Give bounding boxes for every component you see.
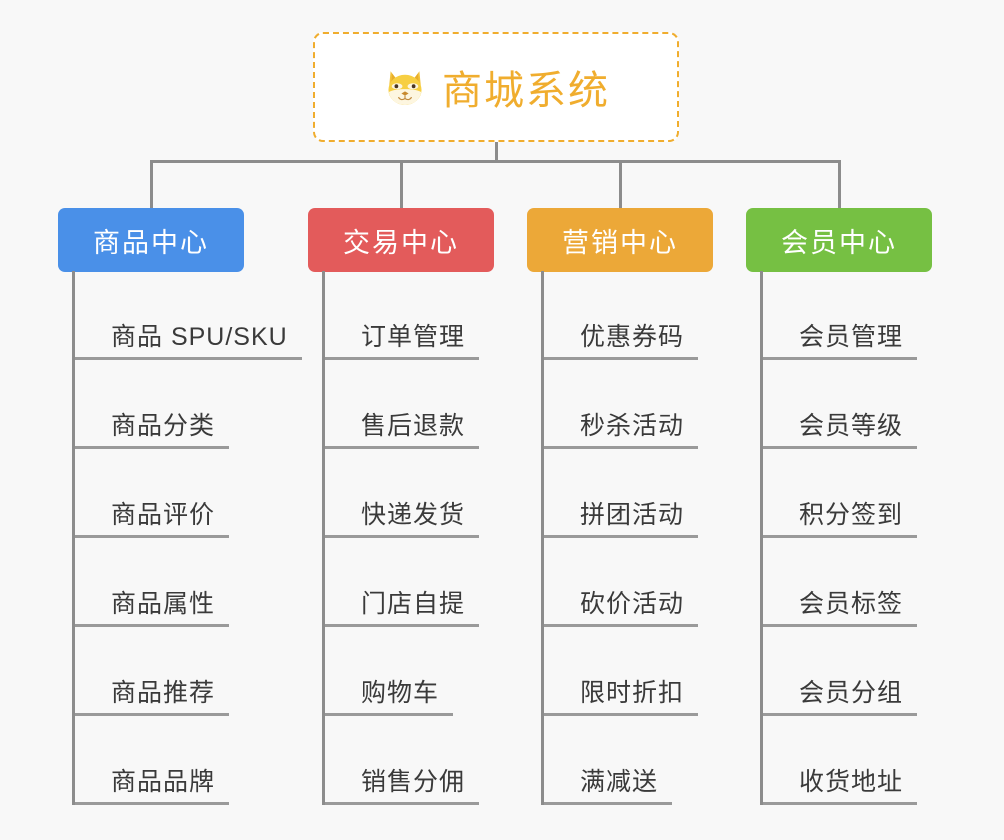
leaf-item-label: 满减送	[544, 768, 673, 805]
leaf-item-label: 商品属性	[75, 590, 230, 627]
leaf-item[interactable]: 商品推荐	[75, 627, 230, 716]
category-box-3[interactable]: 会员中心	[746, 208, 932, 272]
category-box-0[interactable]: 商品中心	[58, 208, 244, 272]
leaf-item[interactable]: 收货地址	[763, 716, 918, 805]
leaf-item[interactable]: 售后退款	[325, 360, 480, 449]
category-box-1[interactable]: 交易中心	[308, 208, 494, 272]
leaf-item[interactable]: 会员等级	[763, 360, 918, 449]
leaf-item[interactable]: 拼团活动	[544, 449, 699, 538]
root-node-label: 商城系统	[442, 69, 610, 113]
leaf-spine-2	[541, 271, 544, 805]
leaf-item[interactable]: 积分签到	[763, 449, 918, 538]
leaf-item-label: 商品分类	[75, 412, 230, 449]
leaf-item[interactable]: 商品品牌	[75, 716, 230, 805]
leaf-item[interactable]: 优惠券码	[544, 271, 699, 360]
leaf-item[interactable]: 商品属性	[75, 538, 230, 627]
leaf-spine-0	[72, 271, 75, 805]
category-label-2: 营销中心	[562, 227, 678, 258]
leaf-item-label: 积分签到	[763, 501, 918, 538]
leaf-item-label: 会员等级	[763, 412, 918, 449]
leaf-item[interactable]: 会员管理	[763, 271, 918, 360]
connector-root-stem	[495, 142, 498, 162]
leaf-item-label: 秒杀活动	[544, 412, 699, 449]
leaf-item[interactable]: 销售分佣	[325, 716, 480, 805]
leaf-spine-3	[760, 271, 763, 805]
leaf-item-label: 限时折扣	[544, 679, 699, 716]
leaf-item-label: 商品推荐	[75, 679, 230, 716]
category-label-0: 商品中心	[93, 227, 209, 258]
category-box-2[interactable]: 营销中心	[527, 208, 713, 272]
leaf-item[interactable]: 满减送	[544, 716, 673, 805]
leaf-item[interactable]: 限时折扣	[544, 627, 699, 716]
shiba-dog-face-icon	[382, 64, 428, 110]
leaf-item-label: 会员标签	[763, 590, 918, 627]
connector-drop-4	[838, 160, 841, 208]
leaf-item-label: 购物车	[325, 679, 454, 716]
leaf-item-label: 砍价活动	[544, 590, 699, 627]
leaf-item[interactable]: 商品评价	[75, 449, 230, 538]
root-node-mall-system[interactable]: 商城系统	[313, 32, 679, 142]
leaf-item[interactable]: 快递发货	[325, 449, 480, 538]
leaf-item-label: 拼团活动	[544, 501, 699, 538]
leaf-item[interactable]: 门店自提	[325, 538, 480, 627]
leaf-item-label: 会员管理	[763, 323, 918, 360]
leaf-item-label: 快递发货	[325, 501, 480, 538]
leaf-item-label: 商品 SPU/SKU	[75, 323, 302, 360]
leaf-item[interactable]: 秒杀活动	[544, 360, 699, 449]
leaf-item[interactable]: 购物车	[325, 627, 454, 716]
connector-drop-2	[400, 160, 403, 208]
leaf-item-label: 收货地址	[763, 768, 918, 805]
leaf-item[interactable]: 会员标签	[763, 538, 918, 627]
leaf-item-label: 订单管理	[325, 323, 480, 360]
leaf-item-label: 优惠券码	[544, 323, 699, 360]
leaf-item-label: 商品评价	[75, 501, 230, 538]
leaf-item-label: 会员分组	[763, 679, 918, 716]
leaf-spine-1	[322, 271, 325, 805]
leaf-item-label: 商品品牌	[75, 768, 230, 805]
leaf-item[interactable]: 订单管理	[325, 271, 480, 360]
leaf-item[interactable]: 会员分组	[763, 627, 918, 716]
category-label-1: 交易中心	[343, 227, 459, 258]
connector-drop-3	[619, 160, 622, 208]
connector-horizontal-bus	[150, 160, 841, 163]
leaf-item-label: 销售分佣	[325, 768, 480, 805]
leaf-item[interactable]: 砍价活动	[544, 538, 699, 627]
leaf-item[interactable]: 商品分类	[75, 360, 230, 449]
category-label-3: 会员中心	[781, 227, 897, 258]
leaf-item-label: 售后退款	[325, 412, 480, 449]
leaf-item[interactable]: 商品 SPU/SKU	[75, 271, 302, 360]
connector-drop-1	[150, 160, 153, 208]
leaf-item-label: 门店自提	[325, 590, 480, 627]
